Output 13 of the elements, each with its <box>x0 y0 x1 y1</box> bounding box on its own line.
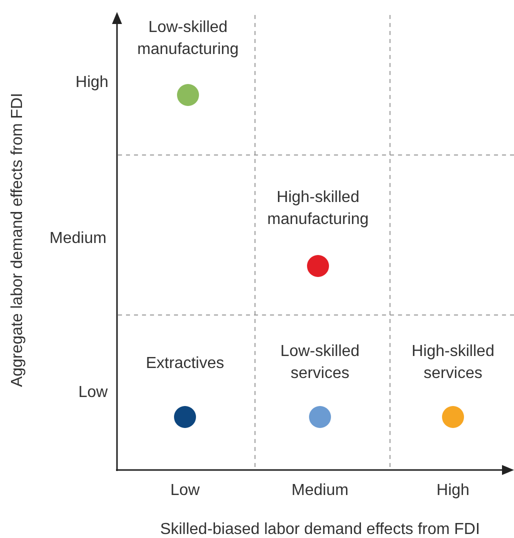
axis-tick-label: Low <box>170 481 200 501</box>
point-label: Low-skilled manufacturing <box>136 18 240 60</box>
axis-tick-label: Medium <box>50 229 106 249</box>
axis-tick-label: High <box>76 73 108 93</box>
axis-tick-label: Medium <box>292 481 348 501</box>
axis-tick-label: Low <box>78 383 108 403</box>
point-label: Extractives <box>144 354 226 374</box>
axis-tick-label: High <box>436 481 470 501</box>
axis-title: Skilled-biased labor demand effects from FDI <box>160 520 480 538</box>
axis-title: Aggregate labor demand effects from FDI <box>8 92 27 388</box>
point-label: High-skilled services <box>410 342 496 384</box>
point-label: High-skilled manufacturing <box>266 188 370 230</box>
point-label: Low-skilled services <box>279 342 361 384</box>
